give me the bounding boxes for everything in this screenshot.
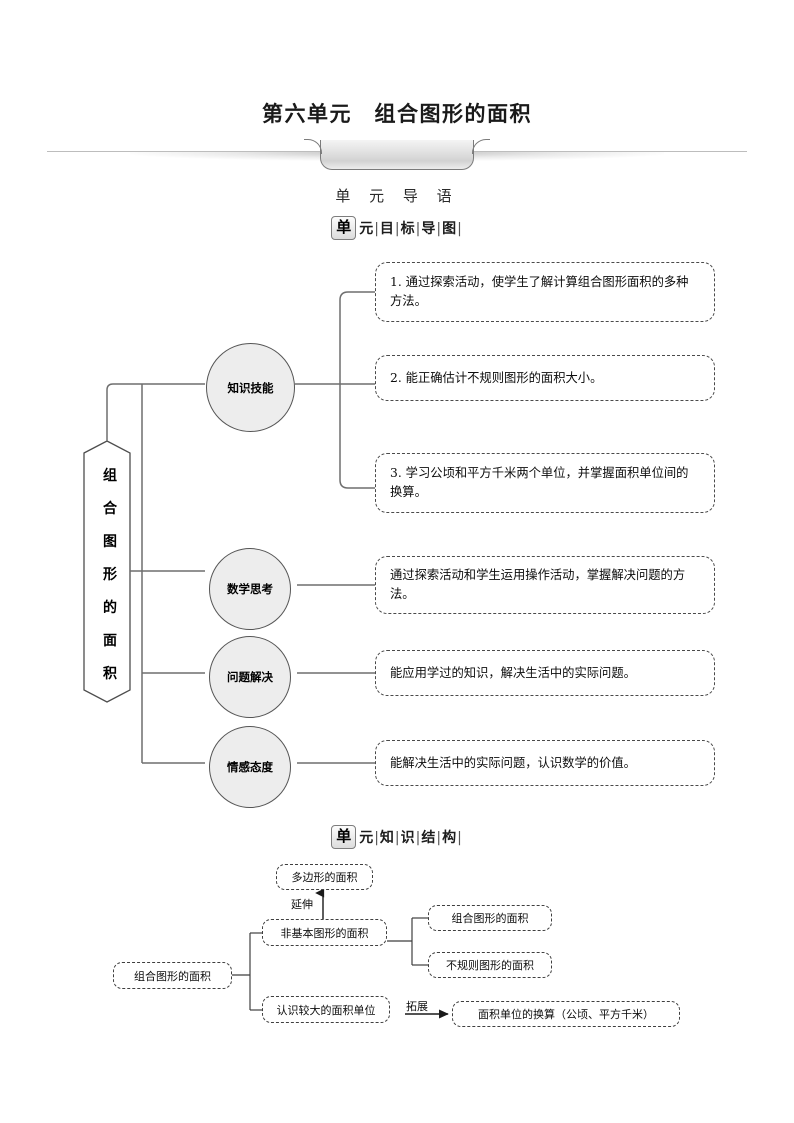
- goal-box-1-text: 1. 通过探索活动，使学生了解计算组合图形面积的多种方法。: [390, 275, 689, 308]
- tree-node-polygon-area[interactable]: 多边形的面积: [276, 864, 373, 890]
- section-heading-char: 结: [421, 830, 436, 846]
- section-heading-char: 知: [379, 830, 394, 846]
- tree-edge-label-extend: 延伸: [291, 898, 313, 911]
- section-heading-sep: |: [415, 830, 421, 846]
- banner-char: 积: [103, 666, 117, 682]
- goal-box-2-text: 2. 能正确估计不规则图形的面积大小。: [390, 370, 603, 385]
- section-badge-char: 单: [331, 216, 357, 240]
- tree-node-composite-shape-area[interactable]: 组合图形的面积: [428, 905, 552, 931]
- banner-char: 合: [103, 501, 117, 517]
- section-heading-char: 图: [442, 221, 457, 237]
- goal-box-math-thinking-text: 通过探索活动和学生运用操作活动，掌握解决问题的方法。: [390, 568, 686, 601]
- section-heading-sep: |: [436, 221, 442, 237]
- section-heading-char: 标: [400, 221, 415, 237]
- section-heading-sep: |: [394, 221, 400, 237]
- branch-circle-math-thinking[interactable]: 数学思考: [209, 548, 291, 630]
- goal-box-3[interactable]: 3. 学习公顷和平方千米两个单位，并掌握面积单位间的换算。: [375, 453, 715, 513]
- section-heading-sep: |: [436, 830, 442, 846]
- banner-char: 组: [103, 468, 117, 484]
- section-heading-rest: 元|目|标|导|图|: [359, 218, 463, 238]
- section-heading-sep: |: [457, 221, 462, 237]
- goal-box-attitude-text: 能解决生活中的实际问题，认识数学的价值。: [390, 755, 636, 770]
- section-heading-char: 元: [359, 830, 374, 846]
- goal-box-attitude[interactable]: 能解决生活中的实际问题，认识数学的价值。: [375, 740, 715, 786]
- goal-box-3-text: 3. 学习公顷和平方千米两个单位，并掌握面积单位间的换算。: [390, 466, 689, 499]
- goal-box-1[interactable]: 1. 通过探索活动，使学生了解计算组合图形面积的多种方法。: [375, 262, 715, 322]
- page-title: 第六单元 组合图形的面积: [262, 102, 532, 126]
- branch-circle-attitude[interactable]: 情感态度: [209, 726, 291, 808]
- section-heading-sep: |: [394, 830, 400, 846]
- section-heading-sep: |: [415, 221, 421, 237]
- banner-char: 的: [103, 600, 117, 616]
- tree-node-larger-area-units[interactable]: 认识较大的面积单位: [262, 996, 390, 1023]
- banner-char: 形: [103, 567, 117, 583]
- goal-box-problem-solving-text: 能应用学过的知识，解决生活中的实际问题。: [390, 665, 636, 680]
- section-heading-unit-goal-map: 单元|目|标|导|图|: [0, 216, 794, 240]
- goal-box-math-thinking[interactable]: 通过探索活动和学生运用操作活动，掌握解决问题的方法。: [375, 556, 715, 614]
- branch-circle-problem-solving[interactable]: 问题解决: [209, 636, 291, 718]
- tree-node-root[interactable]: 组合图形的面积: [113, 962, 232, 989]
- banner-char: 面: [103, 633, 117, 649]
- section-heading-char: 构: [442, 830, 457, 846]
- goal-box-2[interactable]: 2. 能正确估计不规则图形的面积大小。: [375, 355, 715, 401]
- section-heading-char: 目: [379, 221, 394, 237]
- branch-circle-knowledge-skill[interactable]: 知识技能: [206, 343, 295, 432]
- section-heading-rest: 元|知|识|结|构|: [359, 827, 463, 847]
- section-heading-sep: |: [374, 830, 379, 846]
- tree-node-area-unit-conversion[interactable]: 面积单位的换算（公顷、平方千米）: [452, 1001, 680, 1027]
- section-heading-sep: |: [457, 830, 462, 846]
- section-heading-char: 识: [400, 830, 415, 846]
- root-banner-label: 组 合 图 形 的 面 积: [88, 460, 132, 691]
- section-heading-unit-knowledge-structure: 单元|知|识|结|构|: [0, 825, 794, 849]
- goal-box-problem-solving[interactable]: 能应用学过的知识，解决生活中的实际问题。: [375, 650, 715, 696]
- section-heading-char: 导: [421, 221, 436, 237]
- section-heading-char: 元: [359, 221, 374, 237]
- banner-char: 图: [103, 534, 117, 550]
- header-ribbon-decoration: [304, 139, 490, 170]
- section-badge-char: 单: [331, 825, 357, 849]
- unit-guide-heading: 单 元 导 语: [335, 187, 459, 205]
- section-heading-sep: |: [374, 221, 379, 237]
- tree-node-irregular-shape-area[interactable]: 不规则图形的面积: [428, 952, 552, 978]
- tree-edge-label-expand: 拓展: [406, 1000, 428, 1013]
- tree-node-non-basic-shape-area[interactable]: 非基本图形的面积: [262, 919, 387, 946]
